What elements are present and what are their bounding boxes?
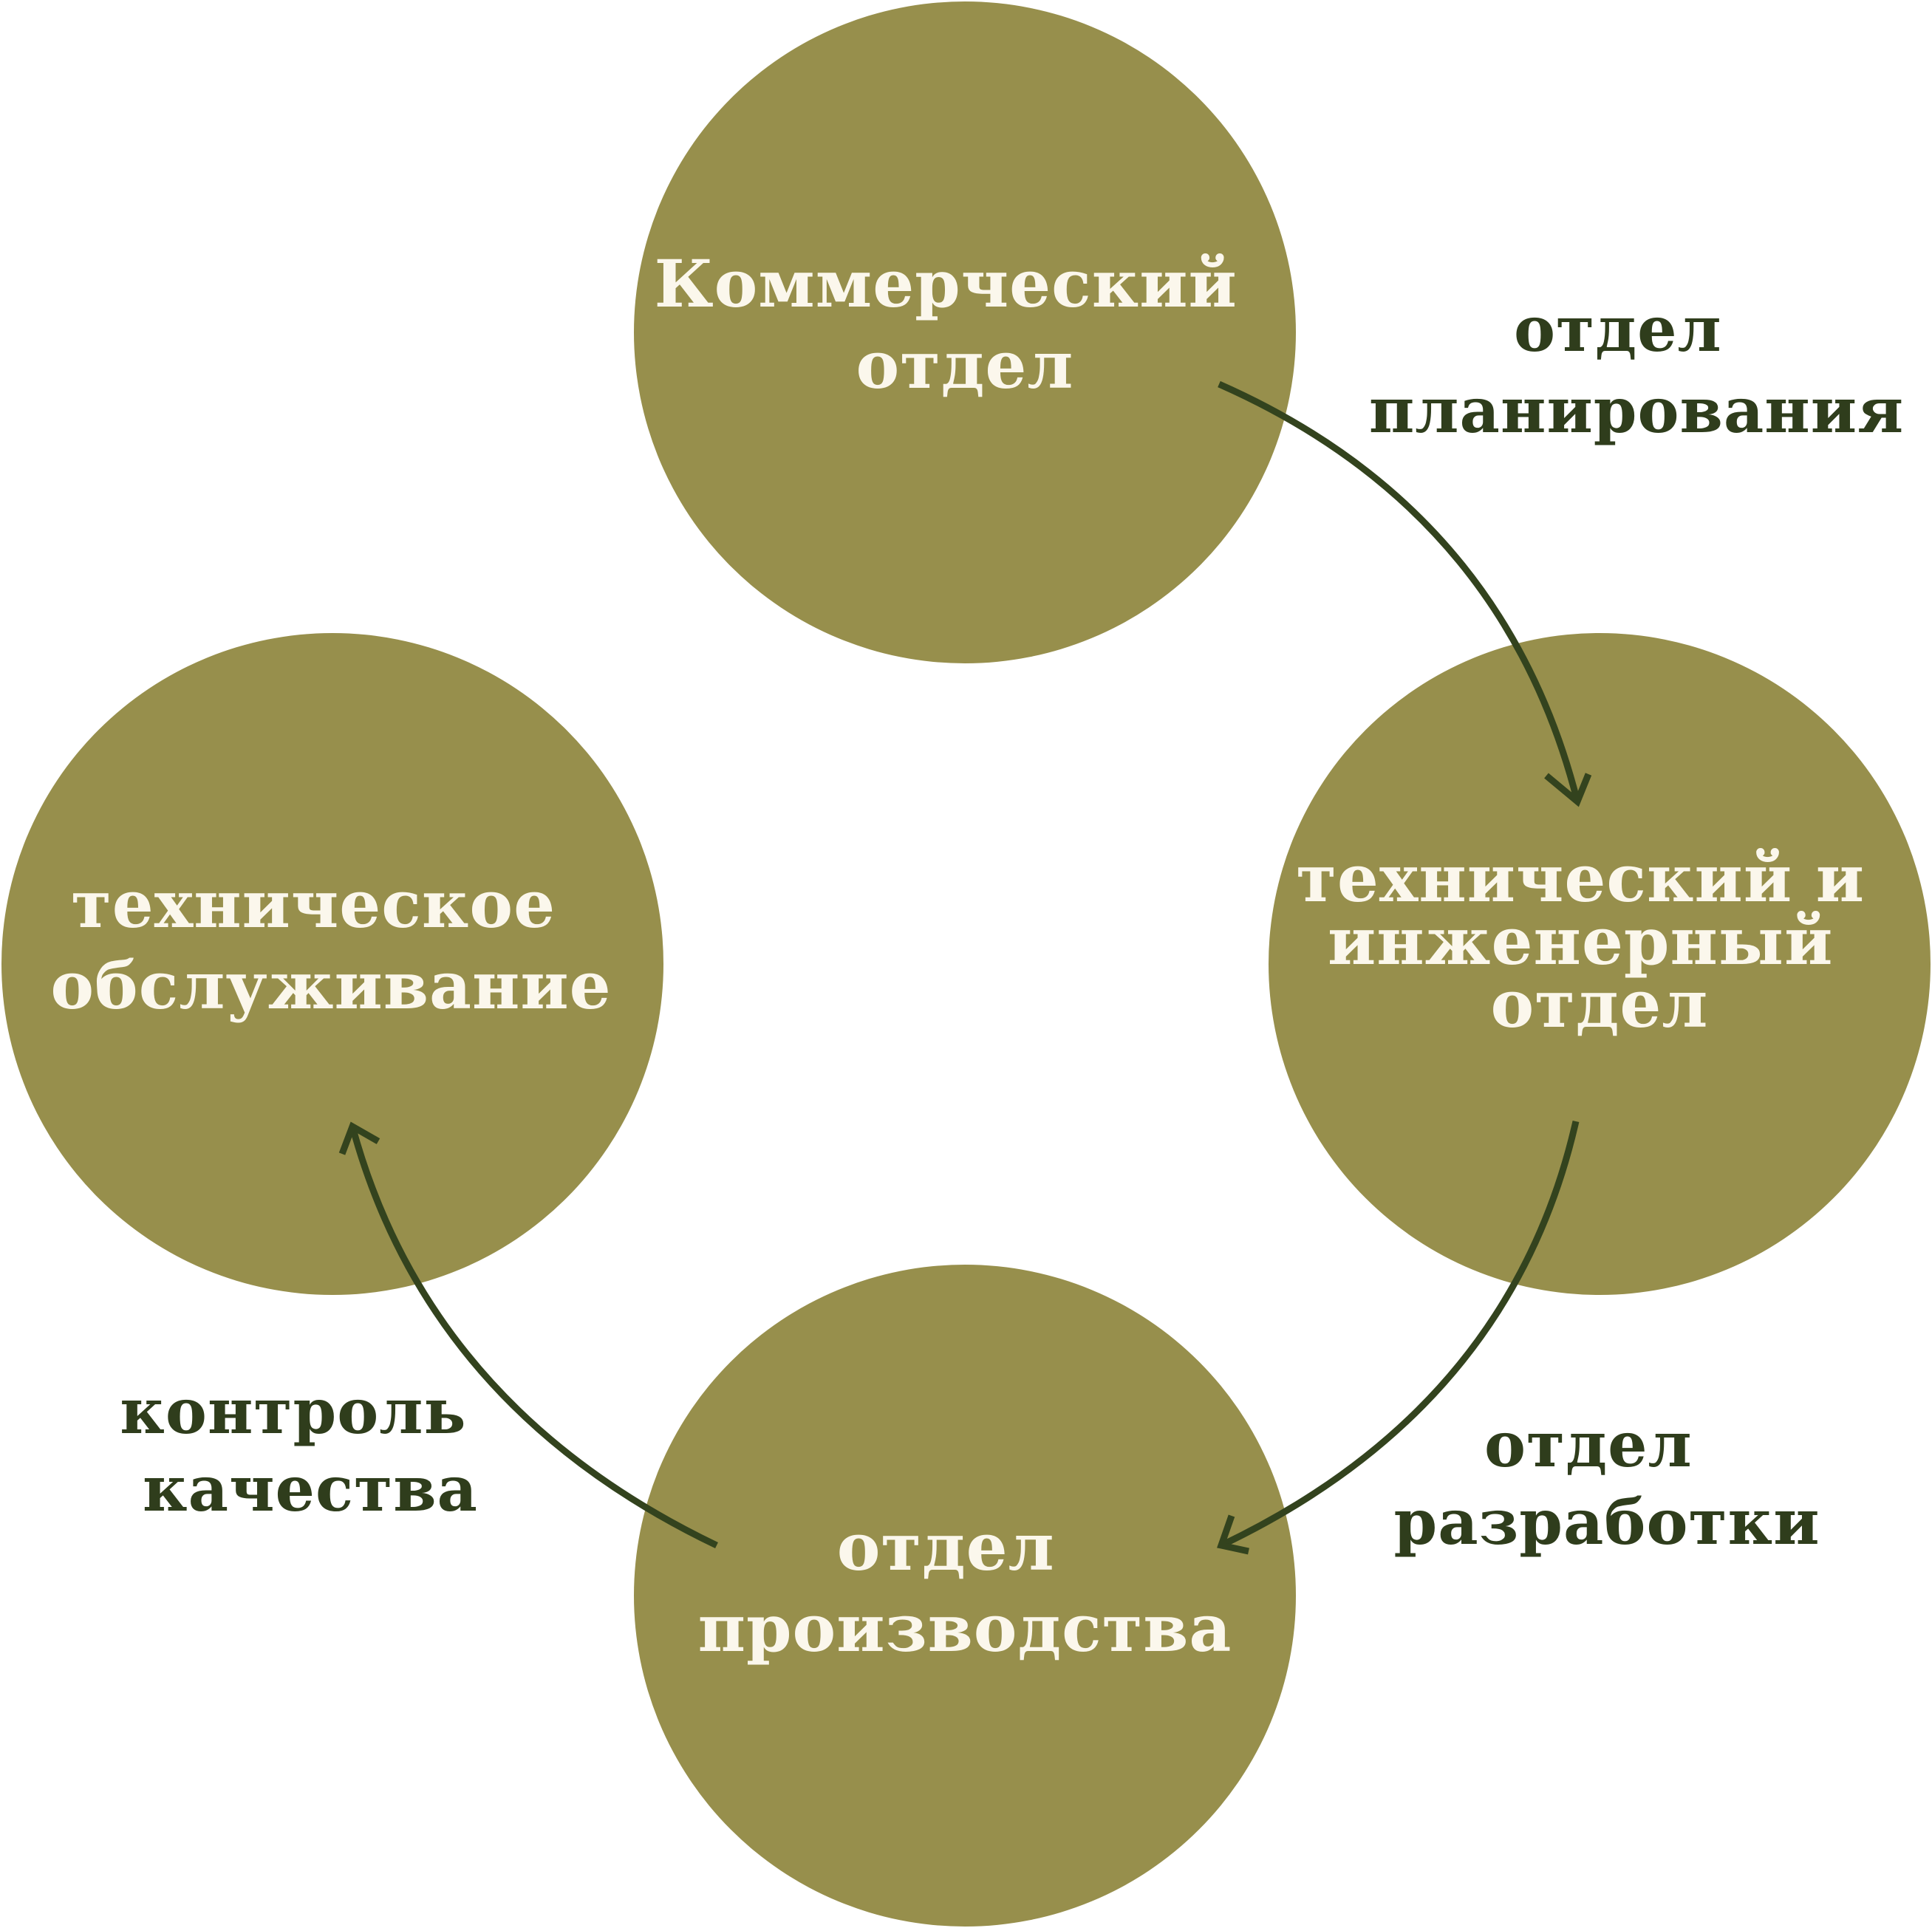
development-dept-label-line1: отдел [1484,1408,1693,1481]
technical-engineering-dept-circle [1269,633,1931,1295]
arrow-technical-to-production [1217,1121,1580,1555]
commercial-dept-label: Коммерческий отдел [655,245,1261,403]
production-dept-label-line1: отдел [837,1508,1055,1585]
production-dept-label-line2: производства [698,1590,1232,1667]
technical-engineering-dept-label: технический и инженерный отдел [1296,840,1888,1042]
technical-engineering-dept-label-line2: инженерный [1328,903,1833,980]
maintenance-label-line1: техническое [71,866,556,943]
maintenance-label: техническое обслуживание [50,866,611,1024]
quality-control-label: контроль качества [120,1375,488,1525]
arrow-production-to-maintenance [338,1121,718,1549]
development-dept-label-line2: разработки [1394,1486,1820,1559]
technical-engineering-dept-label-line1: технический и [1296,840,1865,917]
technical-engineering-dept-label-line3: отдел [1491,965,1709,1042]
commercial-dept-label-line2: отдел [856,327,1074,403]
arrow-commercial-to-technical [1218,380,1592,807]
quality-control-label-line2: качества [143,1452,478,1525]
production-dept-label: отдел производства [698,1508,1232,1667]
planning-dept-label-line1: отдел [1514,293,1722,366]
planning-dept-label-line2: планирования [1369,374,1904,447]
maintenance-label-line2: обслуживание [50,947,611,1024]
maintenance-circle [1,633,663,1295]
commercial-dept-label-line1: Коммерческий [655,245,1238,322]
planning-dept-label: отдел планирования [1369,293,1904,447]
production-dept-circle [634,1265,1296,1927]
development-dept-label: отдел разработки [1394,1408,1820,1559]
commercial-dept-circle [634,1,1296,663]
quality-control-label-line1: контроль [120,1375,466,1448]
